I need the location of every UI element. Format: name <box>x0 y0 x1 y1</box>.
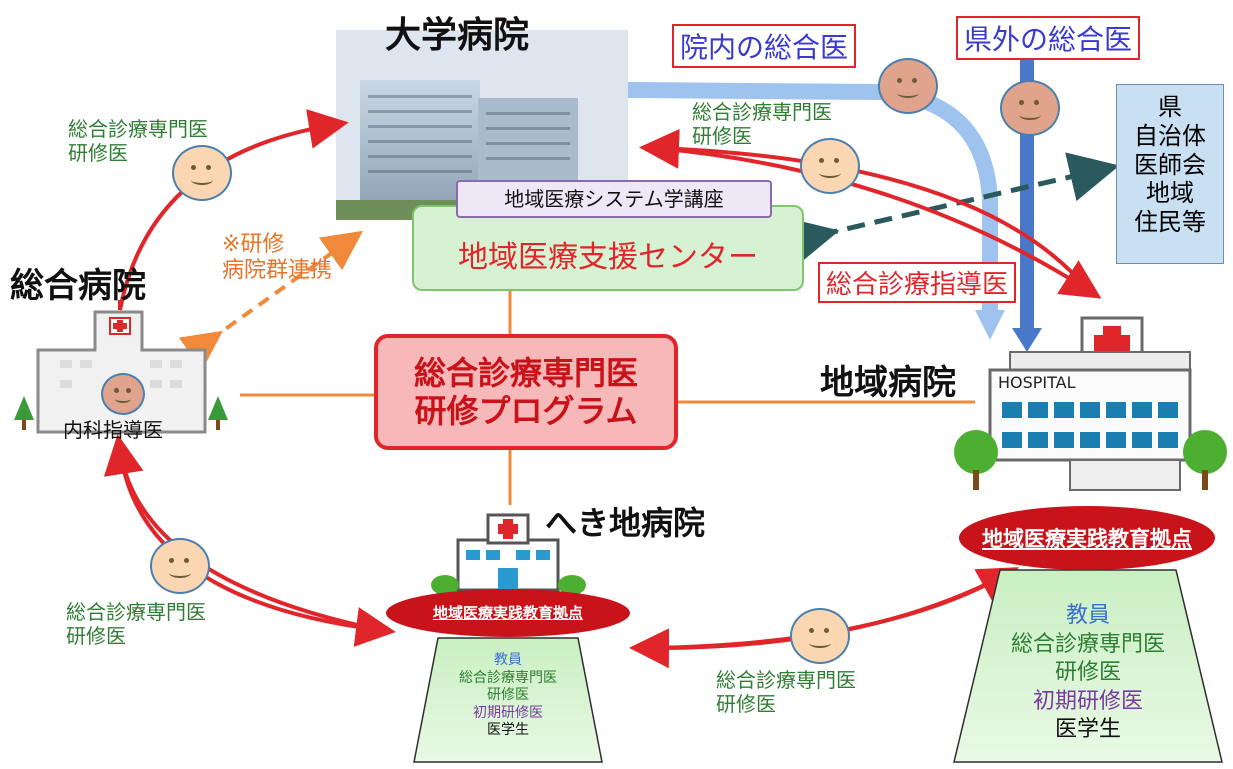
external-generalist-label: 県外の総合医 <box>956 16 1141 60</box>
regional-kyoten-ellipse <box>959 506 1215 570</box>
member-faculty: 教員 <box>494 652 522 668</box>
member-resident: 研修医 <box>1054 660 1121 686</box>
member-faculty: 教員 <box>1065 603 1110 628</box>
doctor-face-icon <box>800 138 860 194</box>
training-program-line2: 研修プログラム <box>414 392 638 431</box>
general-hospital-image <box>14 310 228 434</box>
doctor-face-icon <box>1000 80 1060 136</box>
resident-label-line2: 研修医 <box>716 692 776 716</box>
resident-label-line1: 総合診療専門医 <box>716 668 856 692</box>
member-medical-student: 医学生 <box>1054 717 1121 743</box>
regional-support-center-box <box>412 205 804 291</box>
hospital-group-link-line2: 病院群連携 <box>222 258 333 284</box>
department-label: 地域医療システム学講座 <box>456 180 772 218</box>
resident-label: 総合診療専門医 研修医 <box>68 117 208 165</box>
member-specialist-resident: 総合診療専門医 <box>459 669 557 686</box>
member-junior-resident: 初期研修医 <box>473 704 543 721</box>
doctor-face-icon <box>101 373 145 415</box>
doctor-face-icon <box>150 538 210 594</box>
resident-label-line1: 総合診療専門医 <box>692 100 832 124</box>
member-junior-resident: 初期研修医 <box>1032 688 1143 714</box>
doctor-face-icon <box>172 145 232 201</box>
hospital-group-link-label: ※研修 病院群連携 <box>222 232 332 285</box>
doctor-face-icon <box>790 608 850 664</box>
resident-label: 総合診療専門医 研修医 <box>692 100 832 148</box>
regional-members-list: 教員 総合診療専門医 研修医 初期研修医 医学生 <box>968 602 1208 745</box>
regional-support-center-label: 地域医療支援センター <box>458 240 758 275</box>
member-resident: 研修医 <box>487 687 529 703</box>
remote-hospital-image <box>431 513 586 595</box>
regional-hospital-image <box>954 316 1227 491</box>
member-specialist-resident: 総合診療専門医 <box>1010 631 1165 657</box>
remote-hospital-title: へき地病院 <box>545 504 706 542</box>
generalist-instructor-label: 総合診療指導医 <box>818 262 1017 303</box>
internal-medicine-instructor-label: 内科指導医 <box>63 418 163 442</box>
resident-label-line2: 研修医 <box>66 624 126 648</box>
resident-label-line2: 研修医 <box>68 141 128 165</box>
remote-education-area <box>413 637 603 763</box>
training-program-box: 総合診療専門医 研修プログラム <box>374 334 678 450</box>
partner-municipality: 自治体 <box>1134 121 1206 150</box>
regional-hospital-title: 地域病院 <box>820 363 956 403</box>
training-program-line1: 総合診療専門医 <box>413 354 638 392</box>
partner-prefecture: 県 <box>1158 93 1182 121</box>
partner-medical-association: 医師会 <box>1134 150 1206 179</box>
hospital-sign: HOSPITAL <box>998 373 1076 392</box>
remote-kyoten-label: 地域医療実践教育拠点 <box>432 604 583 622</box>
internal-generalist-label: 院内の総合医 <box>672 24 857 68</box>
hospital-group-link-line1: ※研修 <box>222 232 285 257</box>
general-hospital-title: 総合病院 <box>10 266 146 306</box>
regional-education-area <box>953 569 1223 763</box>
remote-kyoten-ellipse <box>386 589 630 637</box>
partner-residents: 住民等 <box>1134 208 1206 237</box>
partner-community: 地域 <box>1146 179 1194 208</box>
program-connector-lines <box>240 290 975 505</box>
university-hospital-title: 大学病院 <box>385 15 530 56</box>
resident-label-line1: 総合診療専門医 <box>66 600 206 624</box>
resident-label-line1: 総合診療専門医 <box>68 117 208 141</box>
resident-label: 総合診療専門医 研修医 <box>66 600 206 648</box>
doctor-face-icon <box>878 58 938 114</box>
university-building-image <box>336 30 628 220</box>
remote-members-list: 教員 総合診療専門医 研修医 初期研修医 医学生 <box>414 652 602 740</box>
prefecture-partners-box: 県 自治体 医師会 地域 住民等 <box>1116 84 1224 264</box>
resident-label: 総合診療専門医 研修医 <box>716 668 856 716</box>
regional-kyoten-label: 地域医療実践教育拠点 <box>982 527 1192 551</box>
resident-label-line2: 研修医 <box>692 124 752 148</box>
member-medical-student: 医学生 <box>487 722 529 738</box>
hospital-group-link-arrow <box>178 230 364 371</box>
